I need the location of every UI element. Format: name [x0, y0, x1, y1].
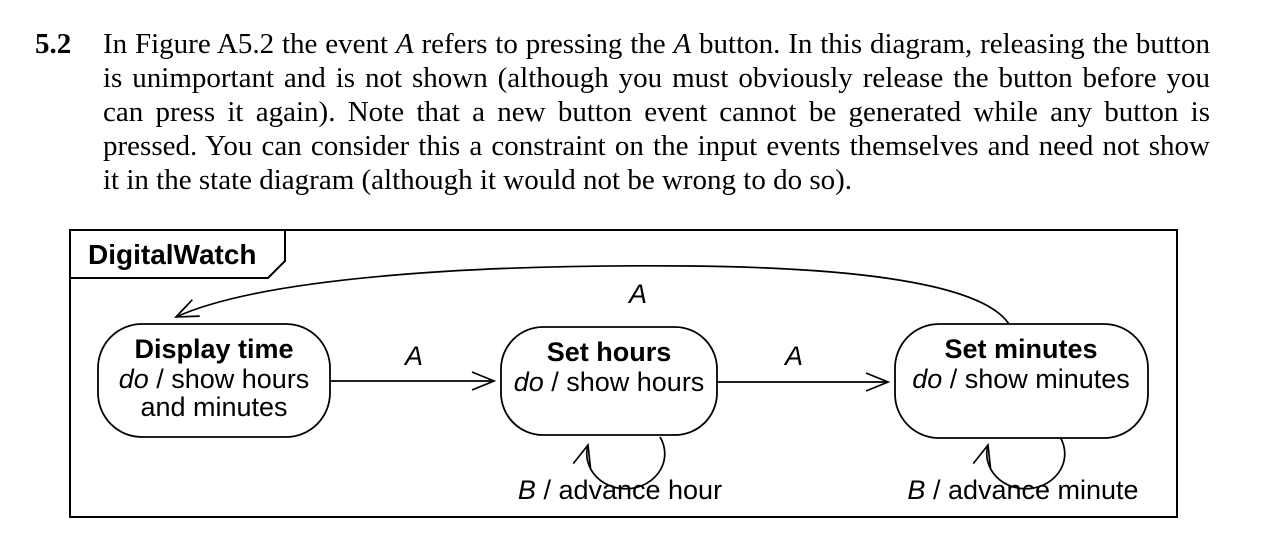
diagram-frame — [69, 229, 1178, 518]
transition-arrow-minutes-to-display — [176, 264, 1010, 325]
state-activity: do / show hours — [514, 367, 705, 397]
paragraph-line: is unimportant and is not shown (althoug… — [103, 62, 1210, 94]
state-activity-line2: and minutes — [140, 392, 287, 422]
state-shape — [894, 323, 1149, 439]
exercise-paragraph: In Figure A5.2 the event A refers to pre… — [103, 27, 1210, 197]
transition-label: A — [627, 279, 647, 309]
self-transition-arrow-set-hours — [587, 436, 666, 490]
state-set-minutes: Set minutes do / show minutes — [894, 323, 1149, 439]
paragraph-line: can press it again). Note that a new but… — [103, 96, 1210, 128]
state-name: Set minutes — [944, 334, 1097, 364]
frame-title: DigitalWatch — [88, 239, 257, 270]
paragraph-line: it in the state diagram (although it wou… — [103, 164, 853, 196]
self-transition-label: B / advance minute — [907, 475, 1138, 505]
state-shape — [500, 326, 718, 436]
state-shape — [97, 323, 331, 438]
transition-label: A — [403, 341, 423, 371]
transition-label: A — [783, 341, 803, 371]
state-activity: do / show minutes — [912, 364, 1130, 394]
paragraph-line: In Figure A5.2 the event A refers to pre… — [103, 28, 1210, 60]
state-display-time: Display time do / show hours and minutes — [97, 323, 331, 438]
state-activity: do / show hours — [119, 364, 310, 394]
state-set-hours: Set hours do / show hours — [500, 326, 718, 436]
state-name: Set hours — [547, 337, 672, 367]
frame-label-tab — [69, 229, 286, 279]
self-transition-arrow-set-minutes — [987, 436, 1066, 490]
paragraph-line: pressed. You can consider this a constra… — [103, 130, 1210, 162]
state-name: Display time — [134, 334, 293, 364]
self-transition-label: B / advance hour — [518, 475, 722, 505]
exercise-number: 5.2 — [35, 28, 72, 60]
